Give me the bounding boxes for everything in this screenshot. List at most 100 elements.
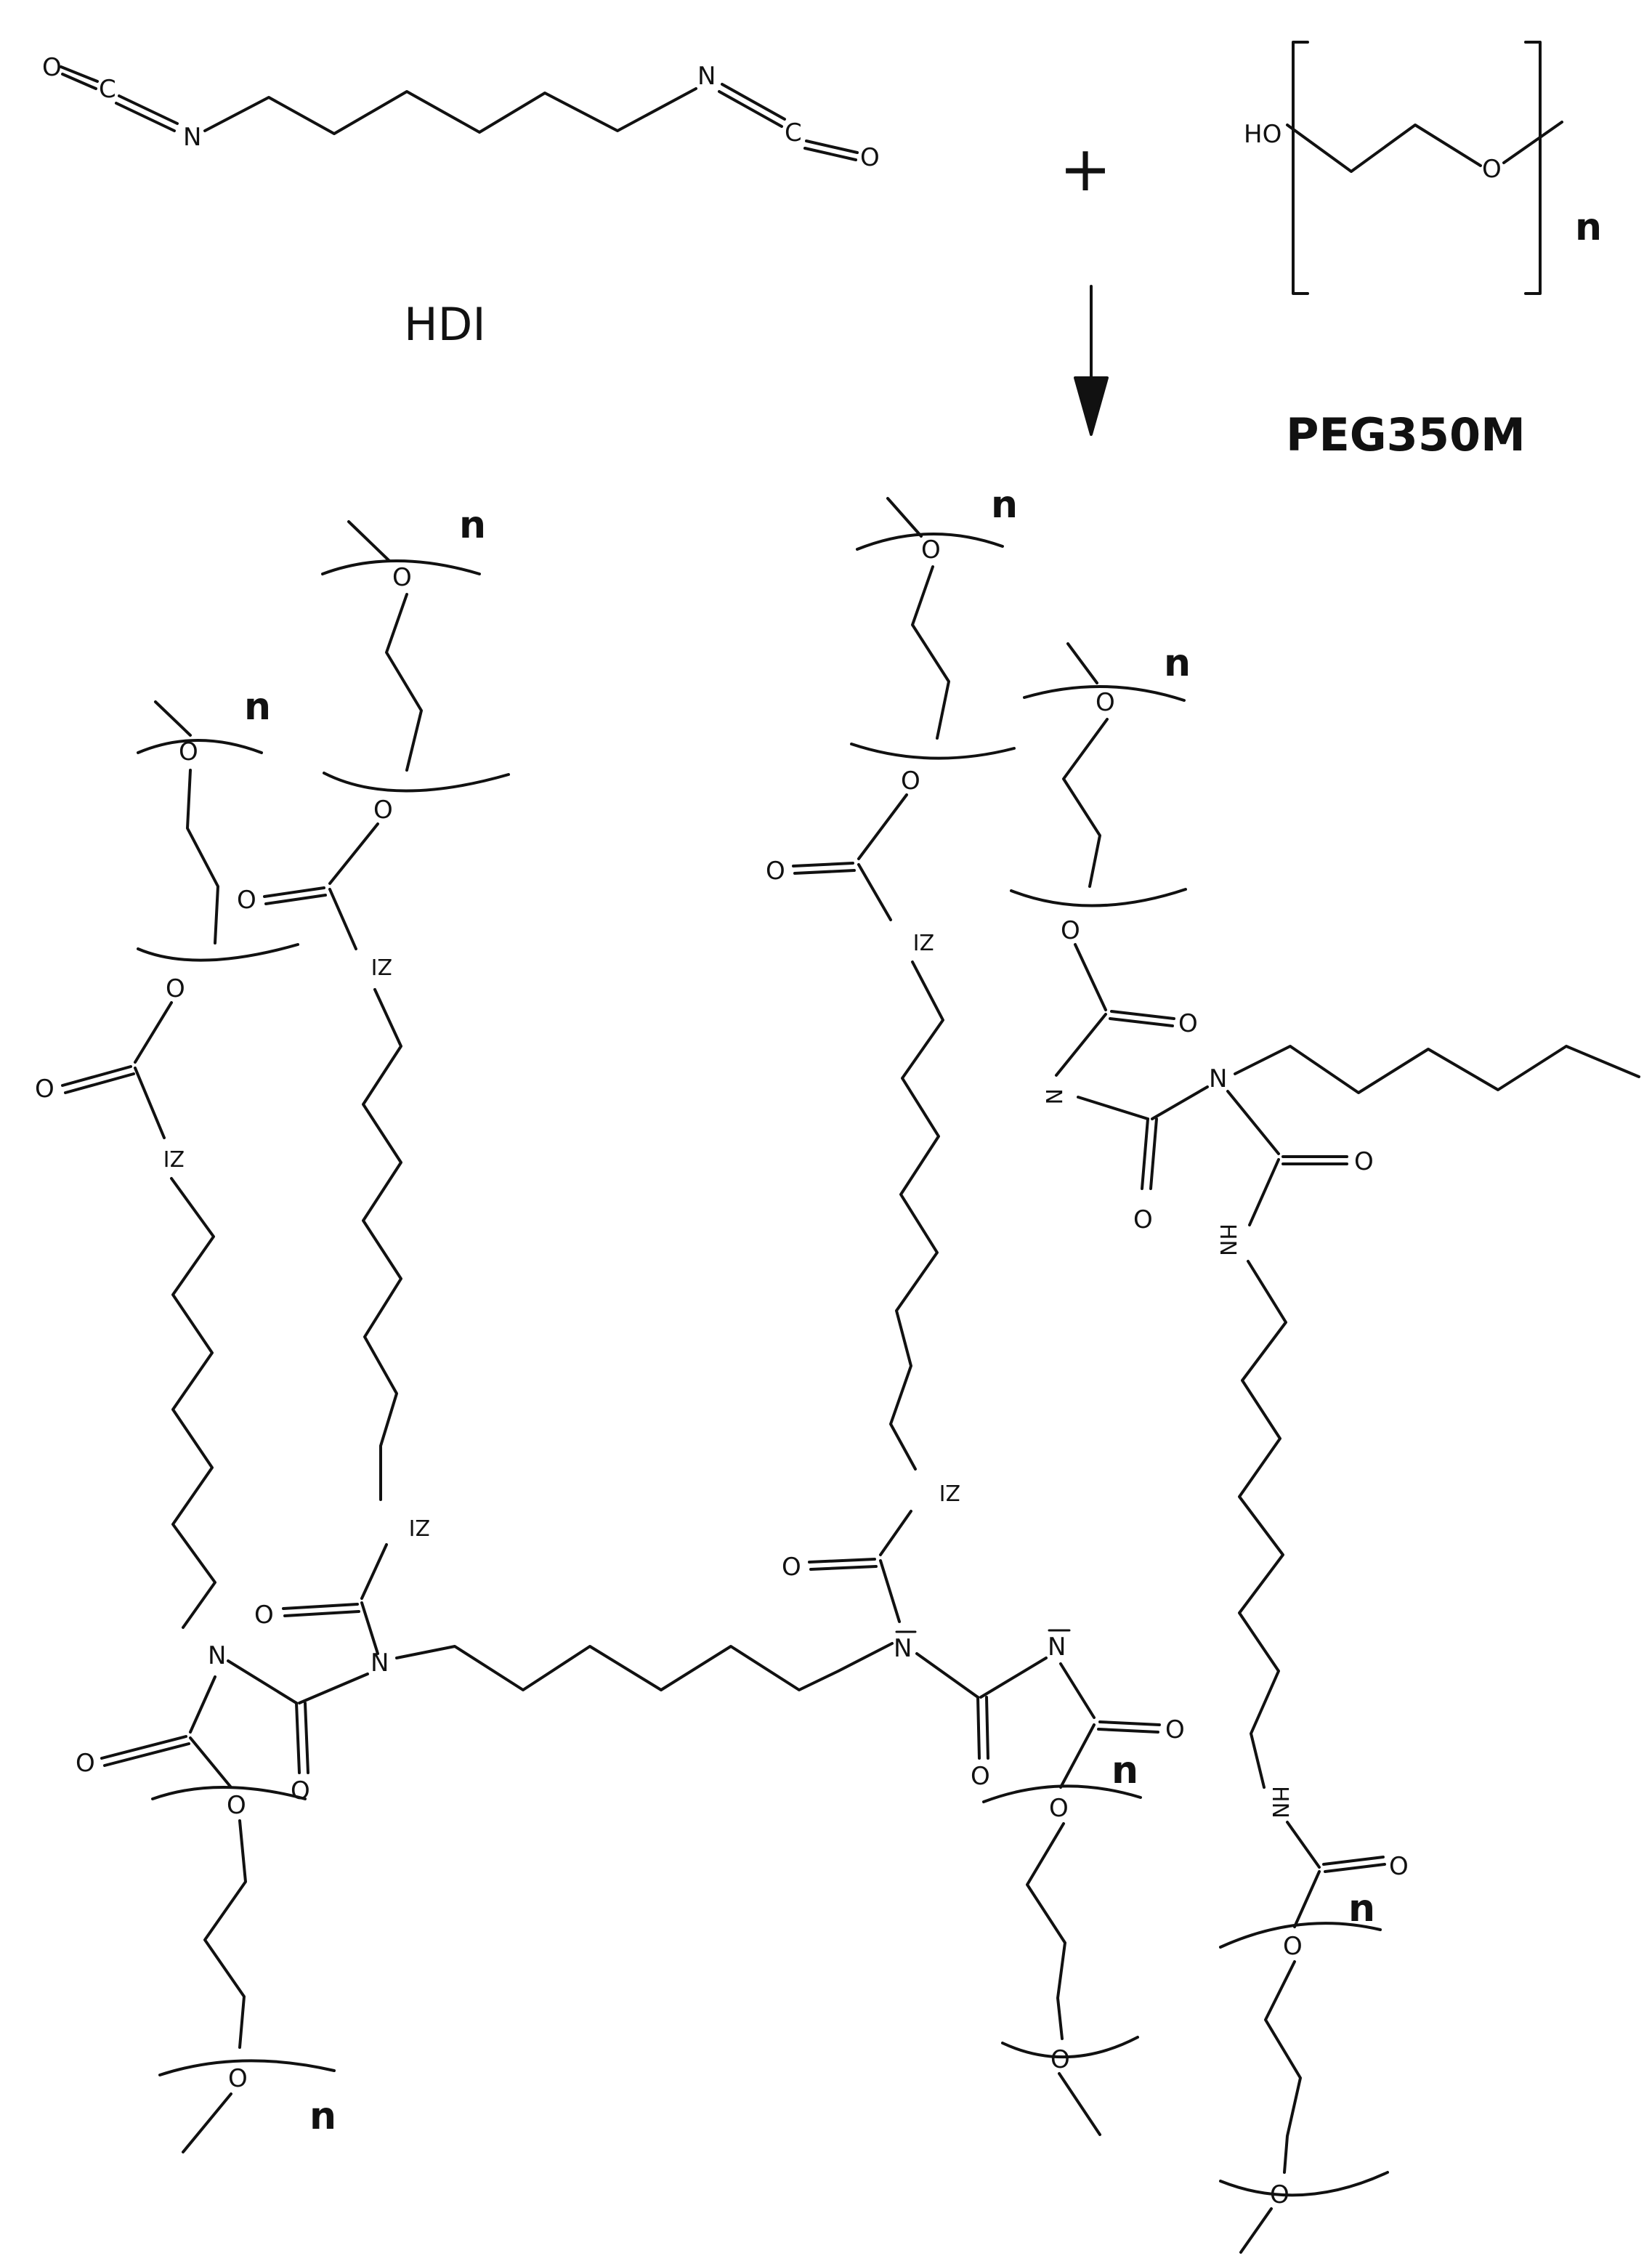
chain-c-ethylene: [911, 565, 950, 740]
peg-ether-oxygen: O: [1482, 155, 1502, 184]
peg-bracket-right: [1524, 41, 1542, 295]
chain-c-nh-lower: ZI: [939, 1479, 960, 1505]
chain-b-peg-top-arc: [321, 559, 481, 575]
chain-b-nh-lower: ZI: [409, 1514, 430, 1540]
core-right-co-double-2: [985, 1696, 989, 1760]
hdi-double-bond-cn-left: [118, 94, 179, 125]
chain-c-cn-bond: [857, 863, 892, 921]
hdi-double-bond-co-right: [805, 139, 859, 154]
chain-c-repeat: n: [991, 483, 1018, 527]
chain-d-lower2-carbonyl-o: O: [1389, 1852, 1409, 1881]
chain-e-co-double-2: [1097, 1728, 1159, 1734]
chain-c-lower-nc-bond: [879, 1510, 912, 1556]
peg-label: PEG350M: [1286, 408, 1526, 461]
chain-a-peg-top-arc: [137, 739, 263, 754]
plus-sign: +: [1059, 133, 1112, 206]
chain-d-urea-co-double-2: [1149, 1117, 1158, 1190]
chain-b-o1: O: [392, 563, 412, 592]
chain-c-peg-top-arc: [856, 532, 1004, 551]
chain-d-urea-co-double: [1141, 1117, 1149, 1190]
chain-b-co-double: [263, 886, 325, 898]
core-left-n-c-bond: [227, 1659, 298, 1704]
chain-d-c-n2-bond: [1151, 1085, 1209, 1120]
chain-d-hn-lower: HN: [1267, 1786, 1292, 1819]
chain-a-co-double: [61, 1065, 132, 1087]
core-right-co-double: [976, 1696, 981, 1760]
core-left-n-down-bond: [189, 1675, 216, 1734]
chain-e-ethylene: [1026, 1822, 1066, 2040]
chain-b-nh: ZI: [371, 953, 392, 979]
chain-b-lower-cn-bond: [360, 1601, 379, 1655]
bottom-right-ethylene: [1264, 1960, 1302, 2174]
core-right-n2: N: [1048, 1633, 1066, 1662]
core-right-carbonyl-o: O: [971, 1762, 990, 1791]
bottom-right-o2: O: [1270, 2180, 1289, 2209]
chain-d-n2-down-bond: [1226, 1090, 1280, 1155]
chain-c-oc-bond: [857, 793, 908, 860]
bottom-left-repeat: n: [309, 2095, 336, 2138]
chain-d-peg-bottom-arc: [1010, 888, 1187, 907]
bottom-left-o2: O: [228, 2064, 248, 2093]
chain-a-oc-bond: [134, 1001, 173, 1064]
bottom-left-o1: O: [227, 1791, 246, 1820]
chain-d-lower-carbonyl-o: O: [1354, 1147, 1374, 1176]
chain-d-peg-top-arc: [1023, 685, 1186, 702]
chain-a-hexamethylene: [170, 1177, 216, 1629]
hdi-double-bond-oc-left: [60, 65, 99, 83]
chain-d-n: N: [1040, 1088, 1066, 1104]
peg-methyl-bond: [1502, 121, 1563, 164]
chain-d-n2: N: [1209, 1064, 1227, 1093]
chain-c-co-double: [792, 862, 854, 867]
chain-d-methyl: [1066, 642, 1098, 684]
chain-d-lower2-co-double: [1322, 1856, 1385, 1866]
chain-e-carbonyl-o: O: [1165, 1715, 1185, 1744]
chain-b-co-double-2: [264, 894, 327, 905]
chain-b-lower-co-double: [282, 1603, 359, 1610]
chain-b-cn-bond: [328, 888, 357, 950]
hdi-oxygen-left: O: [42, 53, 62, 82]
hdi-double-bond-nc-right: [721, 83, 786, 121]
chain-b-lower-nc-bond: [360, 1543, 388, 1600]
chain-e-o1: O: [1049, 1794, 1069, 1823]
chain-b-methyl: [347, 520, 391, 562]
peg-backbone: [1286, 124, 1482, 173]
chain-c-o2: O: [901, 767, 920, 796]
chain-e-methyl: [1058, 2072, 1101, 2136]
core-left-ester-bond: [189, 1736, 232, 1789]
hdi-carbon-right: C: [785, 118, 802, 147]
core-link-hexamethylene: [395, 1642, 894, 1691]
chain-e-peg-arc-top: [982, 1784, 1142, 1803]
chain-a-carbonyl-o: O: [35, 1075, 54, 1104]
chain-d-o1: O: [1096, 688, 1115, 717]
hdi-nitrogen-right: N: [697, 62, 716, 91]
hdi-nitrogen-left: N: [183, 123, 201, 152]
chain-c-carbonyl-o: O: [766, 857, 785, 886]
core-left-c-n2-bond: [298, 1673, 369, 1704]
chain-d-carbonyl-o: O: [1178, 1009, 1198, 1038]
chain-d-oc-bond: [1074, 943, 1107, 1011]
core-left-ester-co-2: [103, 1742, 190, 1767]
hdi-double-bond-co-right-2: [803, 147, 857, 161]
bottom-right-methyl: [1239, 2207, 1273, 2254]
chain-c-o1: O: [921, 535, 941, 565]
bottom-right-peg-arc-top: [1219, 1922, 1382, 1949]
core-left-ester-o: O: [76, 1749, 95, 1778]
chain-d-repeat: n: [1164, 642, 1191, 685]
bottom-left-ethylene: [203, 1819, 247, 2049]
core-left-co-double: [295, 1702, 301, 1774]
chain-c-co-double-2: [793, 869, 856, 875]
hdi-hexamethylene-chain: [203, 87, 697, 135]
chain-d-lower2-co-double-2: [1324, 1863, 1386, 1873]
chain-d-co-double: [1110, 1010, 1175, 1020]
chain-c-peg-bottom-arc: [850, 743, 1016, 760]
hdi-double-bond-cn-left-2: [115, 102, 176, 132]
chain-c-hexamethylene: [889, 960, 944, 1471]
core-left-carbonyl-o: O: [291, 1776, 310, 1805]
chain-a-o1: O: [179, 737, 198, 767]
chain-d-n-c-bond: [1077, 1096, 1149, 1120]
chain-e-o2: O: [1050, 2045, 1070, 2074]
hdi-structure: O C N N C O: [42, 53, 880, 172]
hdi-label: HDI: [404, 298, 486, 351]
chain-a-co-double-2: [64, 1072, 135, 1094]
core-right-c-n2-bond: [979, 1657, 1048, 1699]
